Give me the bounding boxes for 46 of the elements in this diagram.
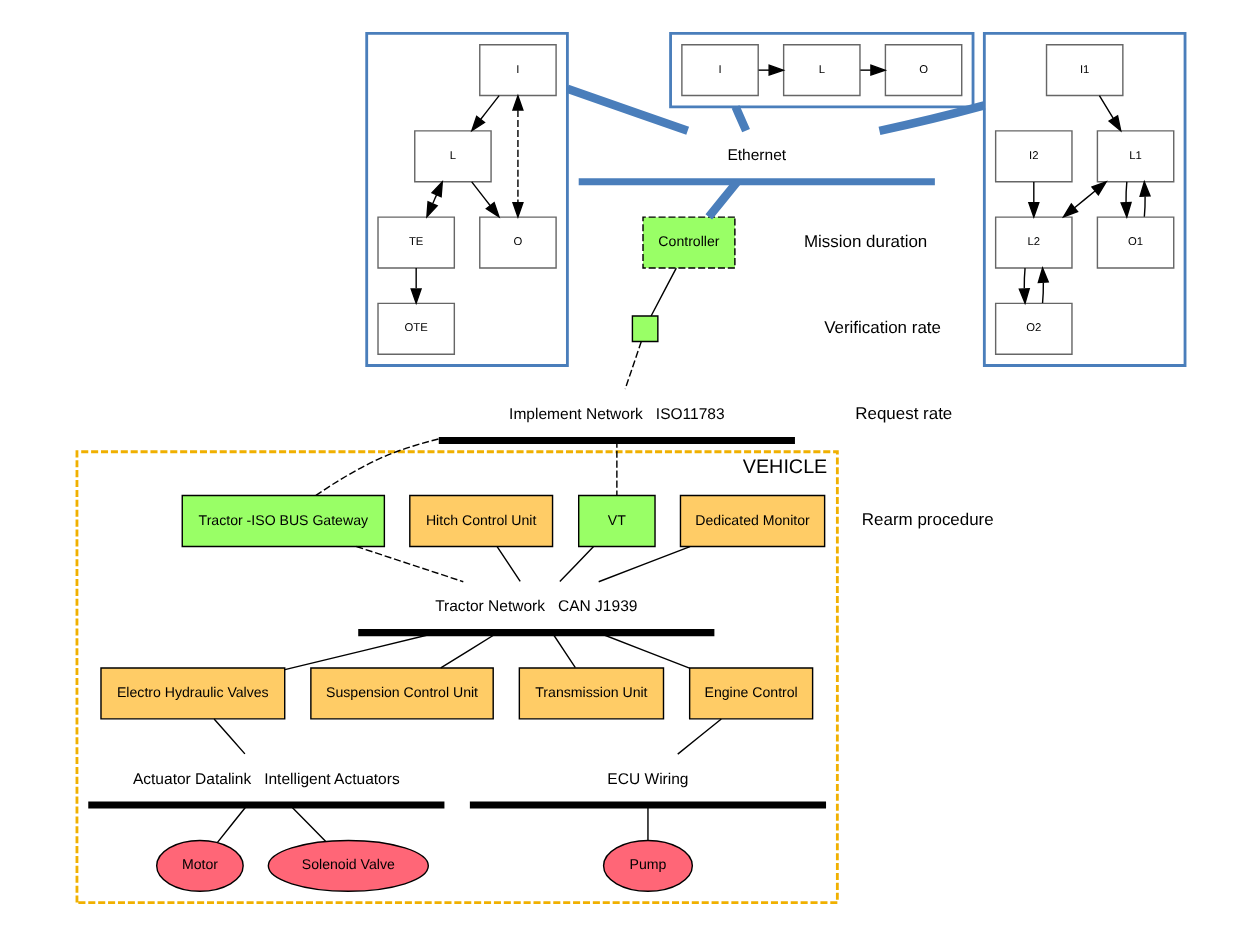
arrow bbox=[409, 267, 422, 306]
arrow bbox=[1026, 181, 1039, 219]
label: Mission duration bbox=[802, 230, 927, 251]
node-text: Ethernet bbox=[726, 146, 786, 165]
arrow bbox=[1060, 180, 1107, 219]
connector bbox=[354, 545, 463, 583]
arrow bbox=[1097, 94, 1121, 133]
node-text: ECU Wiring bbox=[606, 769, 688, 788]
node-text: Implement Network ISO11783 bbox=[508, 404, 724, 423]
connector bbox=[676, 718, 721, 755]
connector bbox=[730, 105, 749, 133]
arrow bbox=[1119, 181, 1131, 219]
node-text: Tractor Network CAN J1939 bbox=[434, 597, 637, 616]
connector bbox=[704, 179, 740, 220]
arrow bbox=[511, 93, 523, 220]
node-text: Actuator Datalink Intelligent Actuators bbox=[131, 769, 399, 788]
connector bbox=[615, 440, 617, 496]
connector bbox=[550, 632, 576, 669]
cluster bbox=[668, 31, 974, 109]
label: Verification rate bbox=[823, 317, 940, 338]
connector bbox=[877, 101, 985, 135]
connector bbox=[314, 438, 439, 497]
connector bbox=[646, 804, 648, 841]
connector bbox=[439, 632, 498, 669]
arrow bbox=[1138, 179, 1151, 218]
arrow bbox=[469, 94, 499, 133]
connector bbox=[212, 718, 245, 755]
arrow bbox=[1017, 267, 1030, 306]
node-box bbox=[630, 315, 658, 343]
connector bbox=[558, 545, 594, 583]
connector bbox=[623, 341, 641, 390]
arrow bbox=[756, 64, 785, 77]
connector bbox=[649, 267, 676, 317]
connector bbox=[597, 545, 690, 583]
connector bbox=[215, 804, 247, 844]
arrow bbox=[1036, 265, 1049, 304]
label: Rearm procedure bbox=[860, 509, 993, 530]
connector bbox=[288, 804, 326, 842]
arrow bbox=[858, 64, 887, 77]
label: Request rate bbox=[854, 403, 952, 424]
connector bbox=[495, 545, 520, 583]
cluster bbox=[364, 31, 568, 367]
arrow bbox=[425, 179, 443, 219]
cluster bbox=[981, 31, 1186, 367]
arrow bbox=[470, 181, 500, 219]
connector bbox=[565, 84, 689, 135]
